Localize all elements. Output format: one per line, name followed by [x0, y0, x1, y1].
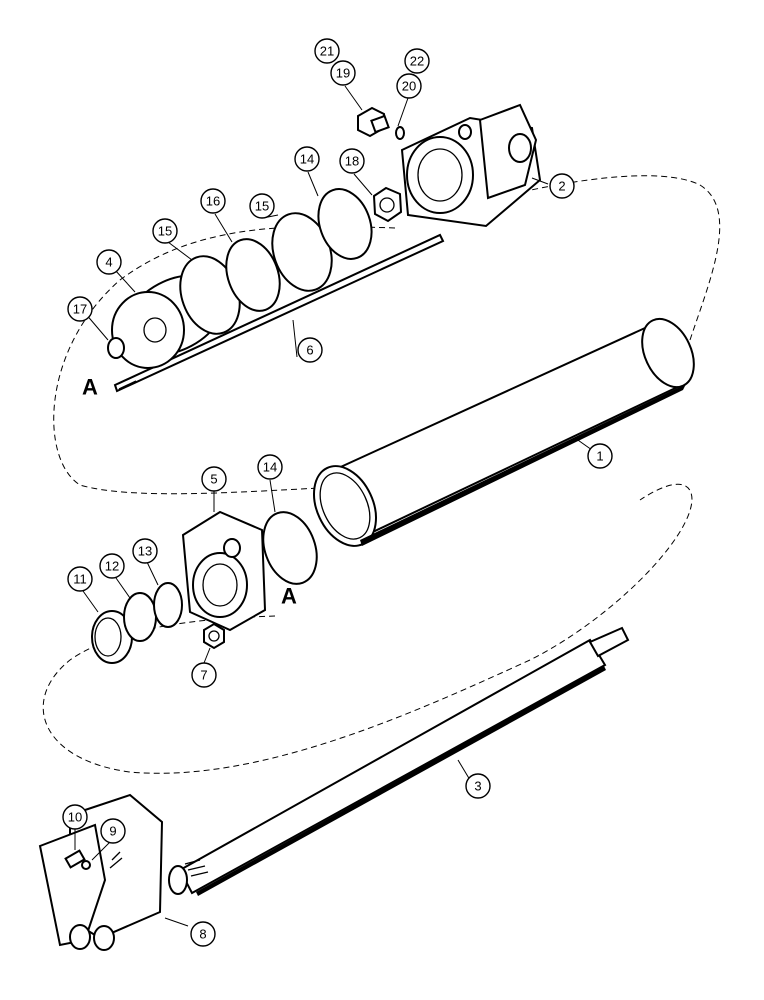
svg-text:17: 17 — [73, 302, 87, 317]
upper-assembly-guide-line — [53, 175, 721, 495]
svg-text:8: 8 — [199, 927, 206, 942]
seal-16 — [225, 238, 281, 312]
piston-rod — [168, 626, 630, 896]
tie-rod — [113, 233, 445, 393]
callout-2: 2 — [549, 173, 575, 199]
callout-19: 19 — [330, 60, 356, 86]
cylinder-barrel — [313, 317, 695, 547]
callout-4: 4 — [96, 249, 122, 275]
callout-8: 8 — [190, 921, 216, 947]
o-ring-14-lower — [262, 511, 318, 585]
o-ring-14-upper — [317, 188, 373, 260]
callout-6: 6 — [297, 337, 323, 363]
svg-text:21: 21 — [320, 44, 334, 59]
svg-text:9: 9 — [109, 824, 116, 839]
callout-20: 20 — [396, 73, 422, 99]
callout-14-lower: 14 — [257, 454, 283, 480]
callout-15-left: 15 — [152, 218, 178, 244]
reference-a-upper: A — [82, 375, 98, 400]
svg-text:13: 13 — [138, 544, 152, 559]
svg-text:11: 11 — [73, 572, 87, 587]
callout-21: 21 — [314, 38, 340, 64]
svg-text:10: 10 — [68, 810, 82, 825]
backup-ring-12 — [123, 592, 157, 642]
callout-13: 13 — [132, 538, 158, 564]
svg-text:5: 5 — [210, 472, 217, 487]
callout-18: 18 — [339, 148, 365, 174]
nut-18 — [372, 186, 403, 223]
svg-text:14: 14 — [300, 152, 314, 167]
svg-text:1: 1 — [596, 449, 603, 464]
callout-16: 16 — [200, 188, 226, 214]
ring-17 — [107, 337, 125, 359]
o-ring-20 — [395, 126, 405, 140]
svg-text:7: 7 — [200, 668, 207, 683]
svg-text:19: 19 — [336, 66, 350, 81]
set-screw-10 — [64, 849, 86, 869]
callout-22: 22 — [404, 48, 430, 74]
callout-1: 1 — [587, 443, 613, 469]
callout-9: 9 — [100, 818, 126, 844]
rod-clevis — [38, 793, 164, 951]
svg-text:22: 22 — [410, 54, 424, 69]
callout-5: 5 — [201, 466, 227, 492]
svg-text:15: 15 — [255, 199, 269, 214]
svg-text:20: 20 — [402, 79, 416, 94]
fitting-9 — [81, 860, 91, 870]
rod-end-cap — [181, 510, 267, 632]
svg-text:15: 15 — [158, 224, 172, 239]
callout-15-right: 15 — [249, 193, 275, 219]
callout-3: 3 — [465, 773, 491, 799]
svg-text:16: 16 — [206, 194, 220, 209]
nut-7 — [203, 622, 225, 650]
svg-text:2: 2 — [558, 179, 565, 194]
svg-text:3: 3 — [474, 779, 481, 794]
lower-assembly-guide-line — [42, 483, 693, 774]
callout-11: 11 — [67, 566, 93, 592]
svg-text:14: 14 — [263, 460, 277, 475]
seal-13 — [153, 582, 183, 628]
svg-text:6: 6 — [306, 343, 313, 358]
callout-10: 10 — [62, 804, 88, 830]
callout-12: 12 — [99, 553, 125, 579]
svg-text:4: 4 — [105, 255, 112, 270]
reference-a-lower: A — [281, 584, 297, 609]
callout-14-upper: 14 — [294, 146, 320, 172]
callout-7: 7 — [191, 662, 217, 688]
svg-text:18: 18 — [345, 154, 359, 169]
svg-text:12: 12 — [105, 559, 119, 574]
fitting-19 — [357, 106, 390, 138]
callout-17: 17 — [67, 296, 93, 322]
butt-end-cap — [400, 103, 542, 228]
